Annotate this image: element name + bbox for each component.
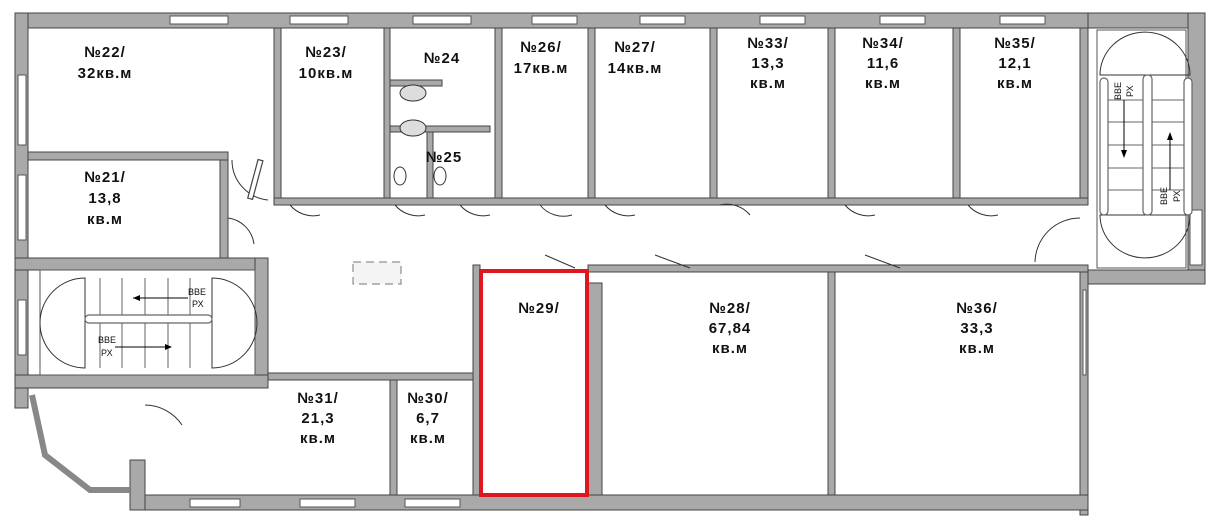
svg-text:№30/: №30/ [407,390,449,407]
right-staircase: ВВЕ РХ ВВЕ РХ [1096,29,1193,269]
svg-text:кв.м: кв.м [865,75,901,92]
svg-text:кв.м: кв.м [959,340,995,357]
svg-text:10кв.м: 10кв.м [299,65,354,82]
room-34[interactable]: №34/11,6 кв.м [862,35,904,92]
stair-label: РХ [1125,85,1135,97]
stair-label: РХ [101,348,113,358]
svg-text:21,3: 21,3 [301,410,334,427]
stair-label: РХ [1172,190,1182,202]
room-35[interactable]: №35/12,1 кв.м [994,35,1036,92]
room-30[interactable]: №30/6,7 кв.м [407,390,449,447]
room-29-highlight[interactable] [479,269,589,497]
svg-text:12,1: 12,1 [998,55,1031,72]
svg-text:№36/: №36/ [956,300,998,317]
svg-text:№26/: №26/ [520,39,562,56]
toilet-icon [393,84,447,186]
svg-text:№25: №25 [426,149,462,166]
windows [17,15,1203,508]
svg-text:32кв.м: 32кв.м [78,65,133,82]
room-31[interactable]: №31/21,3 кв.м [297,390,339,447]
svg-text:№29/: №29/ [518,300,560,317]
doors [144,158,1081,426]
svg-text:№27/: №27/ [614,39,656,56]
stair-label: ВВЕ [98,335,116,345]
svg-text:№23/: №23/ [305,44,347,61]
room-27[interactable]: №27/14кв.м [608,39,663,77]
svg-text:кв.м: кв.м [300,430,336,447]
svg-text:14кв.м: 14кв.м [608,60,663,77]
svg-text:кв.м: кв.м [997,75,1033,92]
svg-text:№34/: №34/ [862,35,904,52]
svg-text:№24: №24 [424,50,460,67]
svg-text:6,7: 6,7 [416,410,440,427]
room-24[interactable]: №24 [424,50,460,67]
svg-text:17кв.м: 17кв.м [514,60,569,77]
room-33[interactable]: №33/13,3 кв.м [747,35,789,92]
svg-text:№35/: №35/ [994,35,1036,52]
svg-text:33,3: 33,3 [960,320,993,337]
room-25[interactable]: №25 [426,149,462,166]
svg-text:№33/: №33/ [747,35,789,52]
stair-label: РХ [192,299,204,309]
stair-label: ВВЕ [188,287,206,297]
svg-text:11,6: 11,6 [867,55,899,72]
svg-text:кв.м: кв.м [410,430,446,447]
room-36[interactable]: №36/33,3 кв.м [956,300,998,357]
stair-label: ВВЕ [1159,187,1169,205]
room-21[interactable]: №21/13,8 кв.м [84,169,126,228]
room-23[interactable]: №23/10кв.м [299,44,354,82]
room-26[interactable]: №26/17кв.м [514,39,569,77]
svg-text:кв.м: кв.м [750,75,786,92]
svg-text:67,84: 67,84 [709,320,752,337]
room-labels: №22/32кв.м №23/10кв.м №24 №25 №26/17кв.м… [78,35,1036,447]
room-28[interactable]: №28/67,84 кв.м [709,300,752,357]
svg-text:№28/: №28/ [709,300,751,317]
svg-text:13,3: 13,3 [751,55,784,72]
stair-label: ВВЕ [1113,82,1123,100]
svg-text:кв.м: кв.м [87,211,123,228]
room-22[interactable]: №22/32кв.м [78,44,133,82]
svg-text:№21/: №21/ [84,169,126,186]
svg-text:кв.м: кв.м [712,340,748,357]
svg-text:13,8: 13,8 [88,190,121,207]
room-29[interactable]: №29/ [518,300,560,317]
left-staircase: ВВЕ РХ ВВЕ РХ [39,269,258,376]
svg-text:№22/: №22/ [84,44,126,61]
svg-text:№31/: №31/ [297,390,339,407]
